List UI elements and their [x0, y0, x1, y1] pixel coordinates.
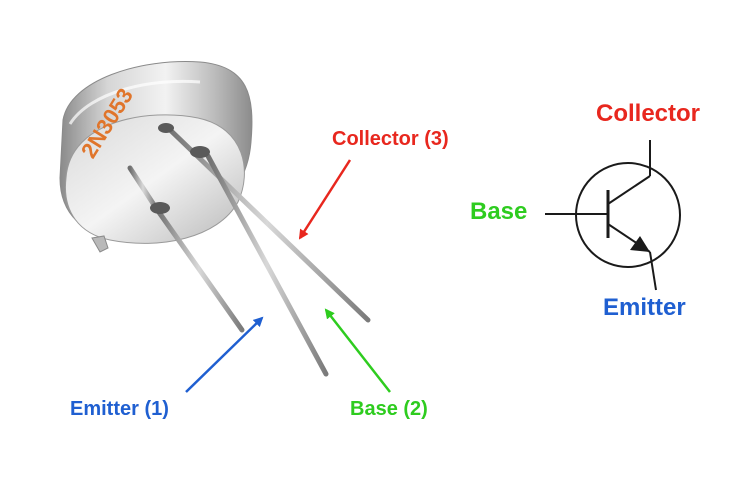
symbol-collector-label: Collector [596, 100, 701, 127]
lead-seal-emitter [150, 202, 170, 214]
lead-seal-collector [190, 146, 210, 158]
symbol-emitter-label: Emitter [603, 294, 686, 321]
base-lead [205, 153, 329, 377]
transistor-can: 2N3053 [59, 61, 253, 253]
collector-pointer-arrow [298, 159, 352, 240]
base-pointer-arrow [324, 308, 391, 393]
symbol-collector-diagonal [607, 175, 651, 205]
transistor-leads [127, 123, 371, 377]
collector-pin-label: Collector (3) [332, 128, 449, 150]
emitter-lead [153, 205, 245, 333]
symbol-emitter-wire [649, 251, 657, 291]
symbol-base-label: Base [470, 198, 528, 225]
emitter-pointer-arrow [185, 316, 264, 393]
symbol-emitter-arrow [630, 236, 650, 252]
collector-lead [163, 123, 371, 323]
lead-seal-base [158, 123, 174, 133]
npn-transistor-symbol [545, 140, 681, 291]
emitter-lead-lower [127, 165, 159, 211]
emitter-pin-label: Emitter (1) [70, 398, 169, 420]
base-pin-label: Base (2) [350, 398, 428, 420]
can-tab [91, 235, 109, 253]
can-rim-highlight [68, 79, 201, 125]
